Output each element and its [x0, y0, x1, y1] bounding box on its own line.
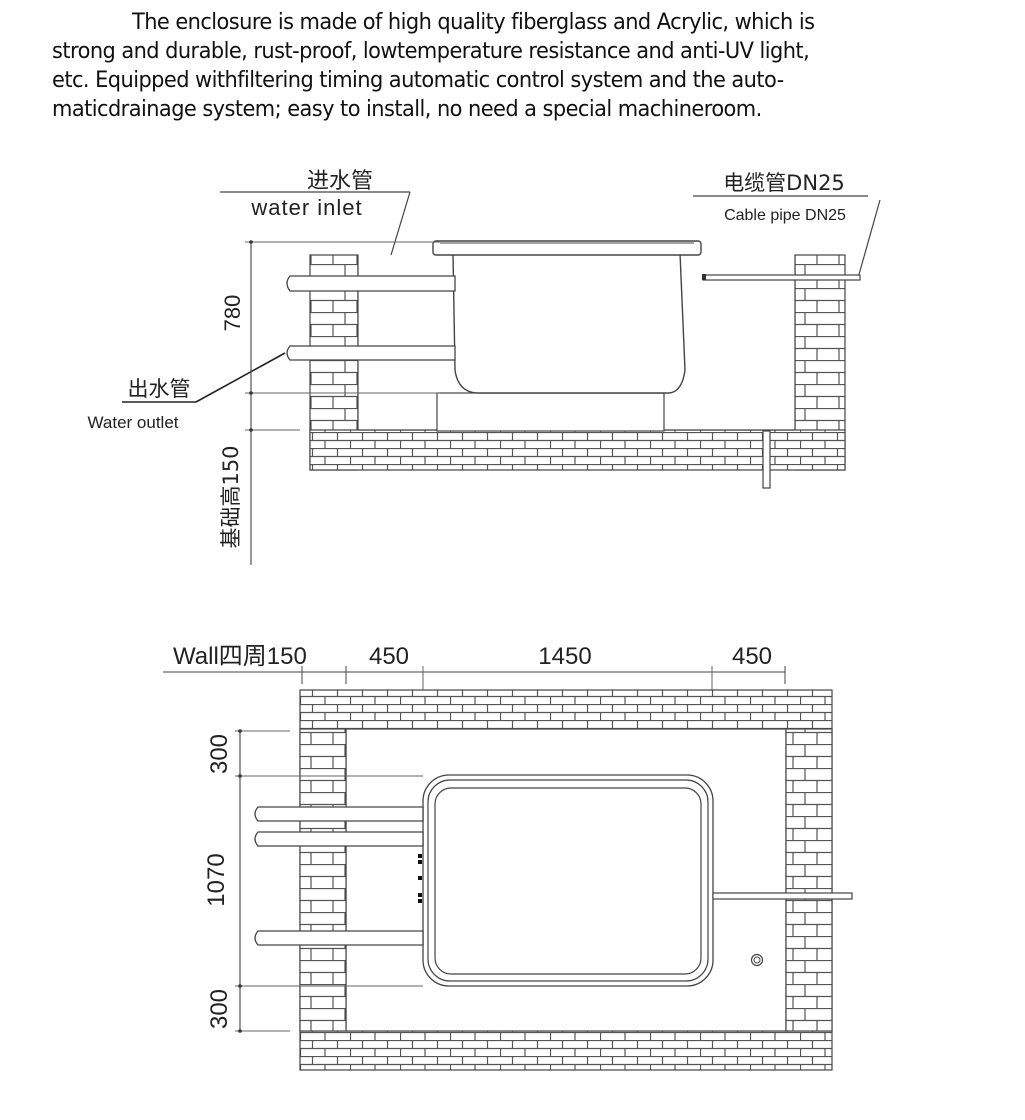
description-line-3: etc. Equipped withfiltering timing autom…	[52, 67, 784, 93]
plan-left-wall	[299, 728, 347, 1032]
dimension-tub-length: 1450	[538, 643, 591, 670]
tub-rim	[427, 779, 709, 982]
water-outlet-label-cn: 出水管	[128, 377, 191, 401]
plan-pipe-3	[254, 930, 424, 946]
foundation-height-dimension: 基础高150	[219, 445, 243, 548]
cable-pipe-label-cn: 电缆管DN25	[723, 171, 845, 195]
description-line-2: strong and durable, rust-proof, lowtempe…	[52, 38, 810, 64]
dimension-right-clearance: 450	[732, 643, 772, 670]
cable-pipe	[702, 274, 861, 281]
tub-base	[436, 392, 665, 432]
dimension-top-clearance: 300	[206, 734, 233, 774]
side-view-drawing: 进水管 water inlet 电缆管DN25 Cable pipe DN25 …	[87, 169, 881, 565]
wall-thickness-label: Wall四周150	[173, 643, 307, 670]
plan-pipe-2	[254, 831, 424, 847]
dimension-tub-width: 1070	[203, 853, 230, 906]
cable-pipe-label-en: Cable pipe DN25	[724, 207, 846, 224]
height-dimension-780: 780	[220, 295, 245, 332]
drain-icon	[750, 953, 764, 967]
dimension-bottom-clearance: 300	[206, 989, 233, 1029]
description-line-1: The enclosure is made of high quality fi…	[131, 9, 815, 35]
water-outlet-pipe	[286, 345, 456, 361]
water-inlet-label-cn: 进水管	[307, 169, 373, 194]
control-jets-icon	[418, 854, 422, 903]
cable-pipe-leader	[857, 199, 881, 279]
description-line-4: maticdrainage system; easy to install, n…	[52, 96, 762, 122]
plan-pipe-1	[254, 806, 424, 822]
tub-outer-rim	[422, 774, 714, 987]
water-inlet-label-en: water inlet	[250, 195, 362, 220]
plan-right-wall	[785, 728, 833, 1032]
water-outlet-leader	[195, 352, 286, 403]
tub-body-side	[452, 252, 686, 394]
tub-lip	[432, 240, 702, 256]
dimension-left-clearance: 450	[369, 643, 409, 670]
floor-drain-pipe	[762, 430, 771, 489]
description-paragraph: The enclosure is made of high quality fi…	[52, 8, 926, 124]
tub-basin	[434, 787, 702, 975]
water-outlet-label-en: Water outlet	[87, 413, 178, 432]
plan-cable-pipe	[712, 892, 853, 900]
side-foundation	[309, 429, 846, 471]
water-inlet-pipe	[286, 275, 456, 292]
cable-pipe-connector	[702, 274, 706, 280]
plan-view-drawing: Wall四周150 450 1450 450 300 1070 300	[163, 643, 853, 1071]
